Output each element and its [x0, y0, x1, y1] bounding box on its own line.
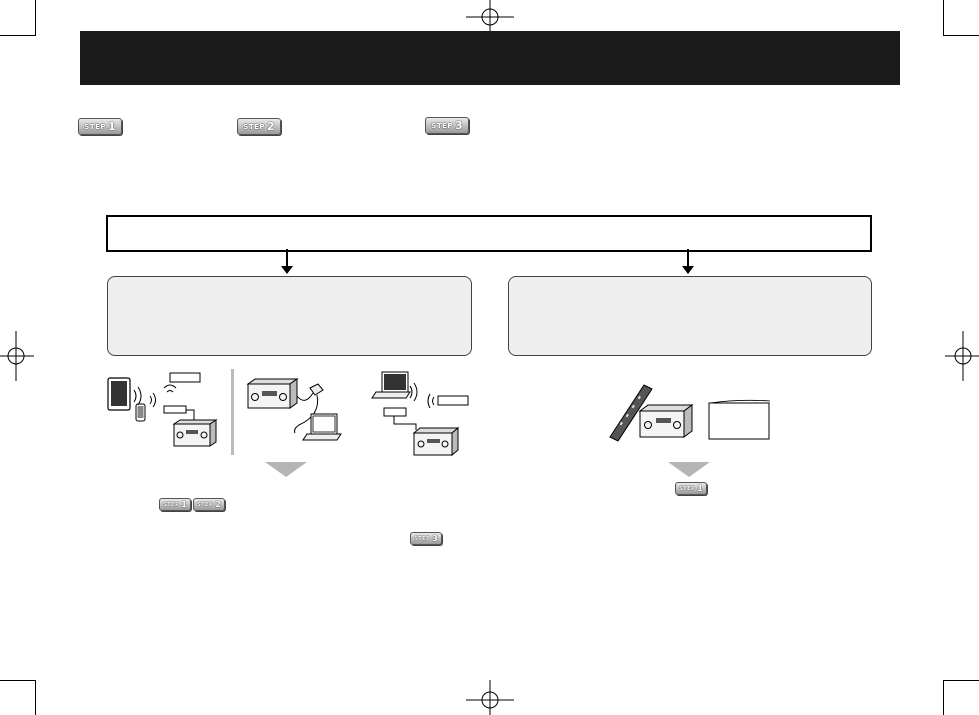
- av-receiver-icon: [412, 426, 460, 457]
- wifi-waves-icon: [409, 382, 435, 409]
- step-3-label: STEP: [414, 535, 431, 542]
- step-1-badge: STEP 1: [78, 118, 122, 135]
- step-1-number: 1: [108, 120, 116, 133]
- cable: [294, 392, 319, 434]
- gray-arrow-left: [265, 462, 307, 477]
- step-3-badge-left: STEP 3: [410, 532, 442, 545]
- manual-booklet-icon: [708, 399, 771, 440]
- registration-mark-bottom: [466, 680, 514, 715]
- step-2-badge: STEP 2: [237, 118, 281, 135]
- step-3-label: STEP: [431, 121, 454, 130]
- header-bar: [80, 31, 900, 85]
- step-1-number: 1: [697, 484, 703, 493]
- illustration-divider: [231, 369, 234, 455]
- illustration-manual-setup: [609, 384, 771, 442]
- gray-arrow-right: [668, 462, 710, 477]
- step-1-label: STEP: [163, 501, 180, 508]
- choice-box: [106, 215, 872, 252]
- step-2-label: STEP: [197, 501, 214, 508]
- registration-mark-left: [0, 331, 34, 381]
- av-receiver-icon: [172, 419, 218, 447]
- wifi-waves-icon: [133, 384, 177, 408]
- down-arrow-right: [682, 249, 694, 274]
- router-icon: [383, 395, 469, 430]
- av-receiver-icon: [246, 378, 299, 409]
- step-2-number: 2: [267, 120, 275, 133]
- step-3-number: 3: [455, 119, 463, 132]
- remote-control-icon: [609, 384, 653, 442]
- laptop-icon: [302, 413, 342, 441]
- step-1-badge-right: STEP 1: [675, 482, 707, 495]
- registration-mark-right: [945, 331, 979, 381]
- down-arrow-left: [281, 249, 293, 274]
- router-icon: [163, 372, 201, 424]
- smartphone-icon: [135, 403, 146, 422]
- router-icon: [309, 383, 324, 396]
- option-box-network: [107, 276, 472, 356]
- tablet-icon: [107, 377, 131, 411]
- registration-mark-top: [466, 0, 514, 34]
- step-2-number: 2: [215, 500, 221, 509]
- av-receiver-icon: [638, 404, 694, 438]
- step-1-label: STEP: [679, 485, 696, 492]
- step-1-label: STEP: [84, 122, 107, 131]
- illustration-wired-pc: [246, 378, 342, 441]
- step-3-number: 3: [432, 534, 438, 543]
- step-3-badge: STEP 3: [425, 117, 469, 134]
- laptop-icon: [371, 371, 411, 399]
- illustration-wireless-app: [107, 372, 218, 447]
- illustration-wireless-pc: [371, 371, 469, 457]
- step-1-number: 1: [181, 500, 187, 509]
- option-box-manual: [508, 276, 872, 356]
- step-2-badge-left: STEP 2: [193, 498, 225, 511]
- step-1-badge-left: STEP 1: [159, 498, 191, 511]
- step-2-label: STEP: [243, 122, 266, 131]
